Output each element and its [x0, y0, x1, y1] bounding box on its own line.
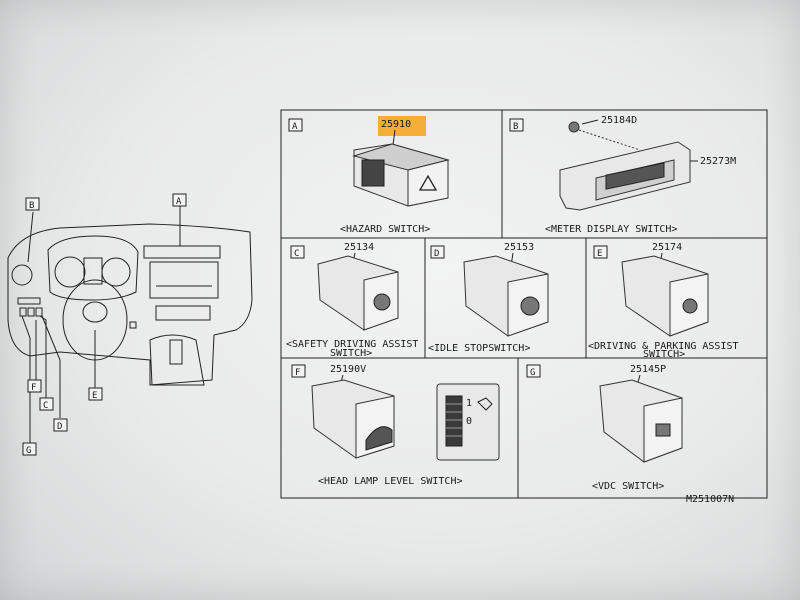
- part-number-vdc: 25145P: [630, 364, 666, 375]
- svg-text:G: G: [26, 446, 32, 456]
- panel-vdc-switch: G 25145P <VDC SWITCH>: [526, 364, 683, 492]
- panel-label-e: E: [597, 249, 603, 259]
- dial-mark-0: 0: [466, 416, 472, 427]
- headlamp-icon: [477, 397, 493, 411]
- callout-e: E: [88, 387, 103, 401]
- panel-hazard-switch: A 25910 <HAZARD SWITCH>: [288, 116, 450, 235]
- panel-label-d: D: [434, 249, 440, 259]
- caption-driving-parking-line1: <DRIVING & PARKING ASSIST: [588, 341, 739, 352]
- dashboard-illustration: A B C D E F G: [7, 193, 253, 456]
- part-number-hazard: 25910: [381, 119, 411, 130]
- part-number-meter: 25273M: [700, 156, 736, 167]
- panel-grid: [280, 109, 768, 499]
- panel-driving-parking-assist-switch: E 25174 <DRIVING & PARKING ASSIST SWITCH…: [588, 242, 739, 360]
- svg-text:A: A: [176, 197, 182, 207]
- caption-safety-line1: <SAFETY DRIVING ASSIST: [286, 339, 418, 350]
- svg-text:C: C: [43, 401, 49, 411]
- callout-c: C: [39, 397, 54, 411]
- panel-head-lamp-level-switch: F 25190V 1 0 <HEAD LAMP LEVEL SWITCH>: [291, 364, 500, 487]
- part-number-idle-stop: 25153: [504, 242, 534, 253]
- caption-head-lamp: <HEAD LAMP LEVEL SWITCH>: [318, 476, 463, 487]
- svg-text:F: F: [31, 383, 37, 393]
- caption-safety-line2: SWITCH>: [330, 348, 372, 359]
- caption-meter-display: <METER DISPLAY SWITCH>: [545, 224, 677, 235]
- svg-text:B: B: [29, 201, 35, 211]
- callout-b: B: [25, 197, 40, 211]
- part-number-driving-parking: 25174: [652, 242, 682, 253]
- svg-text:D: D: [57, 422, 63, 432]
- callout-d: D: [53, 418, 68, 432]
- caption-driving-parking-line2: SWITCH>: [643, 349, 685, 360]
- panel-safety-driving-assist-switch: C 25134 <SAFETY DRIVING ASSIST SWITCH>: [286, 242, 418, 359]
- callout-a: A: [172, 193, 187, 207]
- part-number-safety: 25134: [344, 242, 374, 253]
- part-number-screw: 25184D: [601, 115, 637, 126]
- panel-label-f: F: [295, 368, 301, 378]
- svg-text:E: E: [92, 391, 98, 401]
- panel-label-g: G: [530, 368, 536, 378]
- figure-id: M251007N: [686, 494, 734, 505]
- panel-idle-stop-switch: D 25153 <IDLE STOPSWITCH>: [428, 242, 549, 354]
- part-number-head-lamp: 25190V: [330, 364, 366, 375]
- caption-hazard: <HAZARD SWITCH>: [340, 224, 430, 235]
- panel-label-b: B: [513, 122, 519, 132]
- panel-label-a: A: [292, 122, 298, 132]
- callout-g: G: [22, 442, 37, 456]
- caption-vdc: <VDC SWITCH>: [592, 481, 664, 492]
- callout-f: F: [27, 379, 42, 393]
- panel-meter-display-switch: B 25184D 25273M <METER DISPLAY SWITCH>: [509, 115, 736, 235]
- dial-mark-1: 1: [466, 398, 472, 409]
- panel-label-c: C: [294, 249, 300, 259]
- caption-idle-stop: <IDLE STOPSWITCH>: [428, 343, 530, 354]
- part-number-highlight: [378, 116, 426, 136]
